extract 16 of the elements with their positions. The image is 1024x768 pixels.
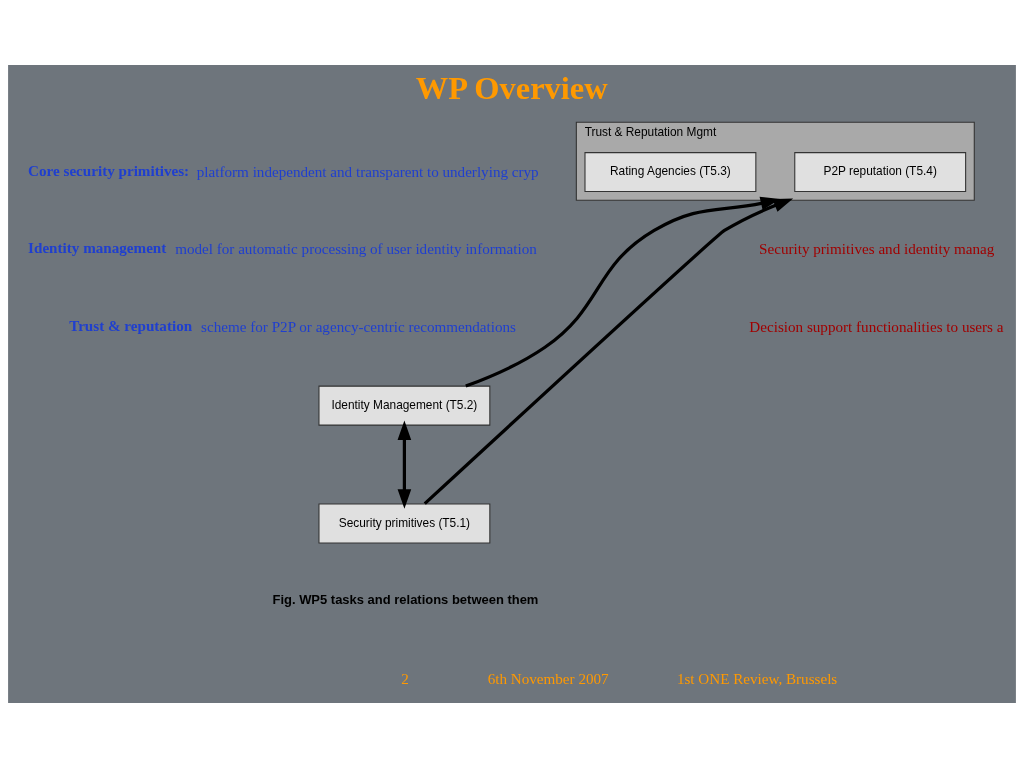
label: 1st ONE Review, Brussels — [676, 670, 838, 687]
node-box: P2P reputation (T5.4) — [794, 152, 967, 193]
label: Trust & reputation scheme for P2P or agency-centric recommendations — [69, 318, 516, 336]
node-box: Rating Agencies (T5.3) — [584, 152, 757, 193]
label: 6th November 2007 — [487, 670, 609, 687]
label: Decision support functionalities to users a — [749, 319, 1004, 336]
label: Security primitives and identity manag — [759, 241, 995, 258]
label: 2 — [401, 670, 409, 687]
arrow — [397, 420, 412, 509]
label: Core security primitives: platform independent and transparent to underlying cryp — [28, 162, 539, 180]
caption: Fig. WP5 tasks and relations between them — [272, 591, 539, 607]
diagram-title: WP Overview — [415, 69, 608, 106]
arrow — [423, 198, 794, 505]
node-box: Security primitives (T5.1) — [318, 503, 491, 544]
label: Identity management model for automatic processing of user identity information — [28, 240, 537, 258]
node-box: Identity Management (T5.2) — [318, 385, 491, 426]
